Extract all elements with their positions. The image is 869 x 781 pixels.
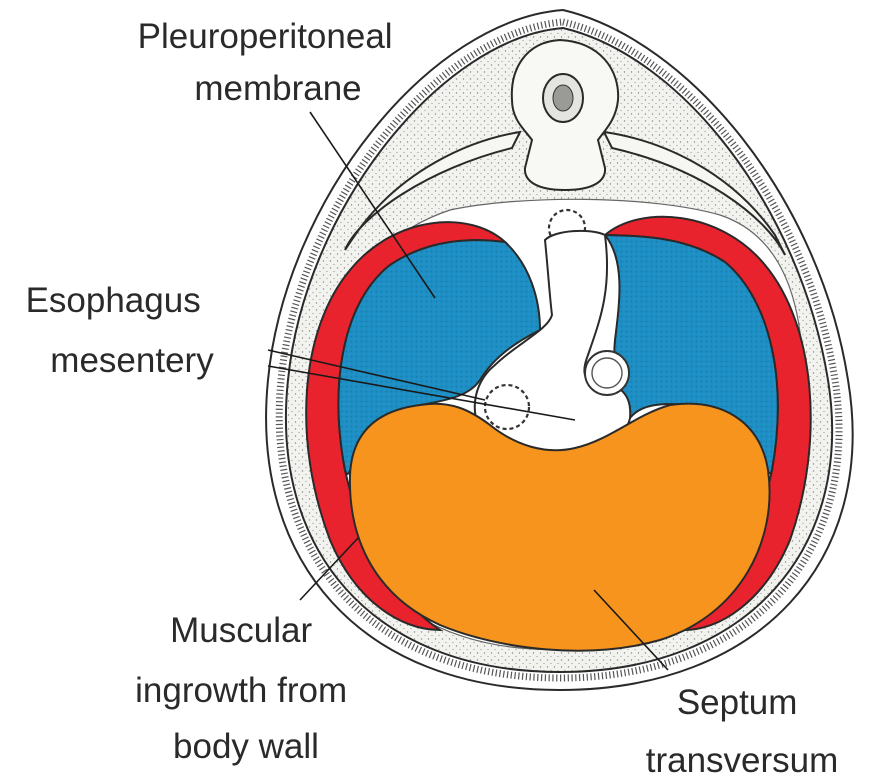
label-septum-transversum: Septum transversum [646,683,839,780]
inferior-vena-cava-inner [592,358,622,388]
esophagus [485,385,529,429]
label-muscular-ingrowth: Muscular ingrowth from body wall [135,611,357,766]
spinal-cord [553,85,573,111]
label-esophagus-mesentery: Esophagus mesentery [26,281,215,380]
label-pleuroperitoneal-membrane: Pleuroperitoneal membrane [138,17,403,108]
